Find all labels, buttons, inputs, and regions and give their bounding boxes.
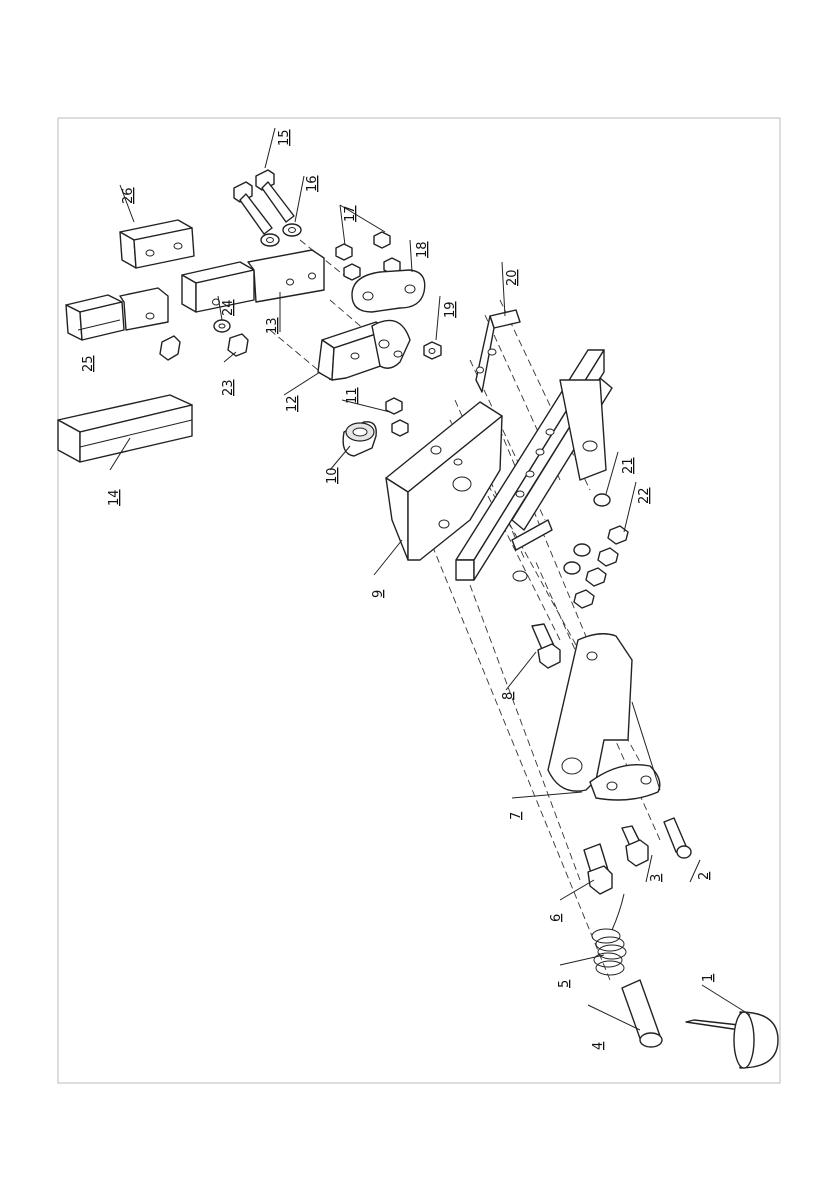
callout-20: 20 — [505, 269, 520, 286]
callout-3: 3 — [649, 874, 664, 882]
callout-13: 13 — [265, 317, 280, 334]
part-2-pin — [664, 818, 691, 858]
callout-24: 24 — [221, 299, 236, 316]
callout-21: 21 — [621, 457, 636, 474]
page-frame — [58, 118, 780, 1083]
part-25-short-tube — [66, 288, 168, 340]
callout-15: 15 — [277, 129, 292, 146]
callout-17: 17 — [343, 205, 358, 222]
callout-1: 1 — [701, 974, 716, 982]
callout-11: 11 — [345, 387, 360, 404]
callout-26: 26 — [121, 187, 136, 204]
part-14-long-tube — [58, 395, 192, 462]
callout-10: 10 — [325, 467, 340, 484]
part-6-bolt — [584, 844, 612, 894]
part-4-shaft — [622, 980, 662, 1047]
part-12-hinge-bracket — [318, 320, 410, 380]
part-7-tapered-plate — [548, 634, 660, 800]
callout-9: 9 — [371, 590, 386, 598]
part-1-handle — [686, 1012, 778, 1068]
part-19-nut — [424, 342, 441, 359]
part-22-bolts — [574, 526, 628, 608]
callout-8: 8 — [501, 692, 516, 700]
part-3-bolt — [622, 826, 648, 866]
callout-16: 16 — [305, 175, 320, 192]
leader-lines — [78, 128, 750, 1030]
part-10-bushing — [343, 422, 376, 456]
part-11-nuts — [386, 398, 408, 436]
callout-14: 14 — [107, 489, 122, 506]
callout-12: 12 — [285, 395, 300, 412]
part-8-bolt — [532, 624, 560, 668]
part-26-block — [120, 220, 194, 268]
part-24-washer — [214, 320, 230, 332]
part-23-bolt — [160, 334, 248, 360]
callout-18: 18 — [415, 241, 430, 258]
callout-19: 19 — [443, 301, 458, 318]
part-15-bolts — [234, 170, 294, 234]
part-18-clamp-plate — [352, 270, 425, 312]
callout-5: 5 — [557, 980, 572, 988]
callout-2: 2 — [697, 872, 712, 880]
callout-22: 22 — [637, 487, 652, 504]
part-13-bracket — [182, 250, 324, 312]
callout-6: 6 — [549, 914, 564, 922]
callout-7: 7 — [509, 812, 524, 820]
part-5-spring — [592, 894, 626, 975]
callout-23: 23 — [221, 379, 236, 396]
callout-25: 25 — [81, 355, 96, 372]
callout-4: 4 — [591, 1042, 606, 1050]
